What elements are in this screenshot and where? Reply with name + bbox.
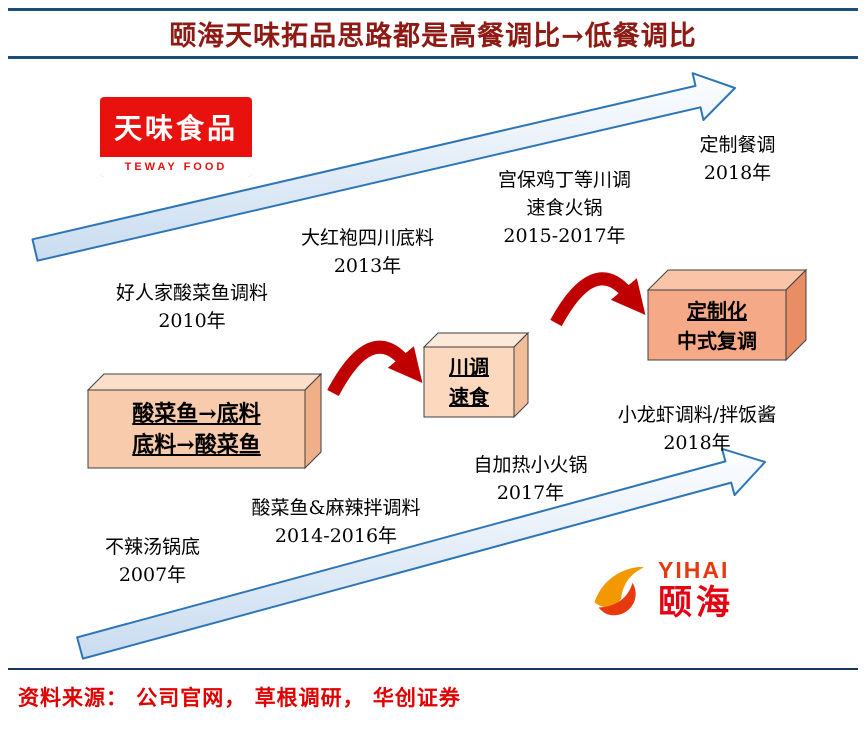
milestone-yihai-2014-2016: 酸菜鱼&麻辣拌调料 2014-2016年: [222, 494, 450, 550]
teway-growth-arrow: [31, 72, 736, 262]
milestone-year: 2013年: [333, 255, 402, 277]
title-underline-rule: [8, 56, 858, 59]
box-saucai-fish: [86, 372, 323, 470]
box1-text: 酸菜鱼→底料 底料→酸菜鱼: [88, 399, 305, 461]
teway-logo-en-text: TEWAY FOOD: [100, 157, 252, 177]
milestone-label: 定制餐调: [699, 134, 776, 156]
teway-logo-cn-text: 天味食品: [113, 112, 238, 145]
box3-text: 定制化 中式复调: [648, 296, 786, 356]
milestone-year: 2018年: [703, 162, 772, 184]
box-chuandiao-sushi: [422, 331, 530, 419]
milestone-year: 2007年: [118, 564, 187, 586]
source-note: 资料来源： 公司官网， 草根调研， 华创证券: [18, 685, 461, 710]
milestone-label-2: 速食火锅: [526, 197, 603, 219]
teway-food-logo: 天味食品 TEWAY FOOD: [100, 97, 252, 177]
milestone-year: 2014-2016年: [274, 525, 398, 547]
milestone-label: 好人家酸菜鱼调料: [115, 282, 268, 304]
milestone-yihai-2017: 自加热小火锅 2017年: [438, 451, 623, 507]
top-rule-line: [8, 8, 858, 11]
milestone-label: 大红袍四川底料: [300, 227, 434, 249]
milestone-teway-2013: 大红袍四川底料 2013年: [265, 224, 470, 280]
transition-arrow-1: [327, 340, 423, 397]
box3-line2: 中式复调: [677, 329, 757, 353]
box2-text: 川调 速食: [424, 352, 514, 412]
milestone-label: 小龙虾调料/拌饭酱: [617, 404, 777, 426]
yihai-logo: YIHAI 颐海: [578, 550, 754, 630]
milestone-year: 2010年: [158, 310, 226, 332]
yihai-logo-en-text: YIHAI: [658, 557, 730, 583]
footer-rule-line: [8, 668, 858, 670]
milestone-year: 2017年: [496, 482, 565, 504]
milestone-year: 2018年: [663, 432, 731, 454]
milestone-year: 2015-2017年: [503, 225, 626, 247]
box1-line1: 酸菜鱼→底料: [132, 401, 261, 427]
yihai-logo-cn-text: 颐海: [658, 583, 734, 623]
box1-line2: 底料→酸菜鱼: [132, 432, 261, 458]
milestone-teway-2018: 定制餐调 2018年: [660, 131, 815, 187]
page-title: 颐海天味拓品思路都是高餐调比→低餐调比: [169, 21, 697, 52]
box2-line1: 川调: [449, 355, 489, 379]
yihai-logo-icon: [594, 567, 644, 616]
box3-line1: 定制化: [687, 299, 747, 323]
milestone-label: 酸菜鱼&麻辣拌调料: [251, 497, 421, 519]
box-custom-compound: [646, 268, 808, 362]
milestone-label: 不辣汤锅底: [104, 536, 200, 558]
milestone-yihai-2007: 不辣汤锅底 2007年: [60, 533, 245, 589]
yihai-growth-arrow: [76, 447, 766, 660]
milestone-label: 宫保鸡丁等川调: [497, 169, 631, 191]
milestone-teway-2010: 好人家酸菜鱼调料 2010年: [82, 279, 302, 335]
box2-line2: 速食: [449, 385, 489, 409]
milestone-yihai-2018: 小龙虾调料/拌饭酱 2018年: [582, 401, 812, 457]
transition-arrow-2: [550, 272, 646, 327]
milestone-teway-2015-2017: 宫保鸡丁等川调 速食火锅 2015-2017年: [462, 166, 667, 250]
milestone-label: 自加热小火锅: [473, 454, 588, 476]
